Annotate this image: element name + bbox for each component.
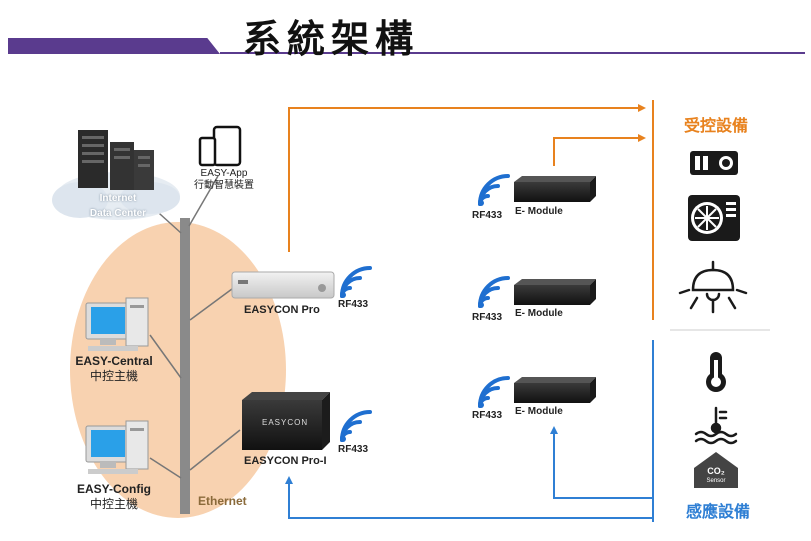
- easycon-pro-i-rf-label: RF433: [338, 444, 369, 455]
- page-title: 系統架構: [243, 17, 420, 61]
- title-bar: [8, 38, 220, 54]
- config-label-line1: EASY-Config: [77, 482, 151, 496]
- cloud-label-line1: Internet: [99, 193, 137, 204]
- orange-arrow-module: [553, 134, 646, 166]
- orange-arrow-top: [288, 104, 646, 252]
- central-label: EASY-Central 中控主機: [62, 354, 166, 384]
- config-label-line2: 中控主機: [89, 497, 138, 511]
- tablet-phone-icon: [198, 125, 242, 167]
- co2-label-line1: CO₂: [707, 466, 725, 476]
- e-module-3-label: E- Module: [515, 406, 563, 417]
- app-label-line2: 行動智慧裝置: [194, 180, 254, 191]
- e-module-2-rf-label: RF433: [472, 312, 503, 323]
- e-module-device-2: [514, 279, 596, 305]
- thermometer-icon: [706, 352, 726, 392]
- config-label: EASY-Config 中控主機: [62, 482, 166, 512]
- ethernet-label: Ethernet: [198, 494, 247, 508]
- wifi-icon-e-module-1: [478, 174, 510, 206]
- e-module-device-3: [514, 377, 596, 403]
- link-central: [149, 334, 182, 379]
- link-app: [188, 175, 219, 227]
- server-cloud-icon: [52, 130, 180, 220]
- co2-label-line2: Sensor: [706, 478, 726, 484]
- blue-arrow-module: [550, 426, 653, 499]
- sensing-devices-title: 感應設備: [686, 504, 751, 521]
- easycon-pro-i-label: EASYCON Pro-I: [244, 455, 327, 467]
- co2-sensor-icon: [694, 452, 738, 488]
- wifi-icon-easycon-pro-i: [340, 410, 372, 442]
- easycon-pro-rf-label: RF433: [338, 299, 369, 310]
- title-underline: [220, 52, 805, 54]
- e-module-2-label: E- Module: [515, 308, 563, 319]
- central-label-line2: 中控主機: [89, 369, 138, 383]
- e-module-3-rf-label: RF433: [472, 410, 503, 421]
- e-module-device-1: [514, 176, 596, 202]
- wifi-icon-easycon-pro: [340, 266, 372, 298]
- link-easycon-pro: [189, 285, 237, 321]
- easycon-pro-i-device: [242, 392, 330, 450]
- air-conditioner-icon: [688, 195, 740, 241]
- wifi-icon-e-module-3: [478, 376, 510, 408]
- easycon-pro-label: EASYCON Pro: [244, 304, 320, 316]
- app-label-line1: EASY-App: [200, 168, 248, 179]
- easycon-pro-i-device-text: EASYCON: [262, 418, 309, 427]
- wifi-icon-e-module-2: [478, 276, 510, 308]
- app-label: EASY-App 行動智慧裝置: [186, 168, 262, 192]
- co2-sensor-label: CO₂ Sensor: [700, 466, 732, 486]
- cloud-label-line2: Data Center: [89, 208, 147, 219]
- link-easycon-pro-i: [189, 429, 241, 471]
- e-module-1-label: E- Module: [515, 206, 563, 217]
- projector-icon: [690, 151, 738, 175]
- blue-arrow-bottom: [285, 476, 653, 519]
- central-computer-icon: [85, 297, 149, 351]
- ceiling-lamp-icon: [678, 260, 748, 314]
- cloud-label: Internet Data Center: [70, 191, 166, 221]
- e-module-1-rf-label: RF433: [472, 210, 503, 221]
- easycon-pro-device: [231, 271, 335, 299]
- config-computer-icon: [85, 420, 149, 474]
- link-config: [149, 457, 182, 479]
- controlled-devices-title: 受控設備: [684, 118, 749, 135]
- central-label-line1: EASY-Central: [75, 354, 153, 368]
- ethernet-backbone: [180, 218, 190, 514]
- water-temperature-icon: [694, 406, 738, 445]
